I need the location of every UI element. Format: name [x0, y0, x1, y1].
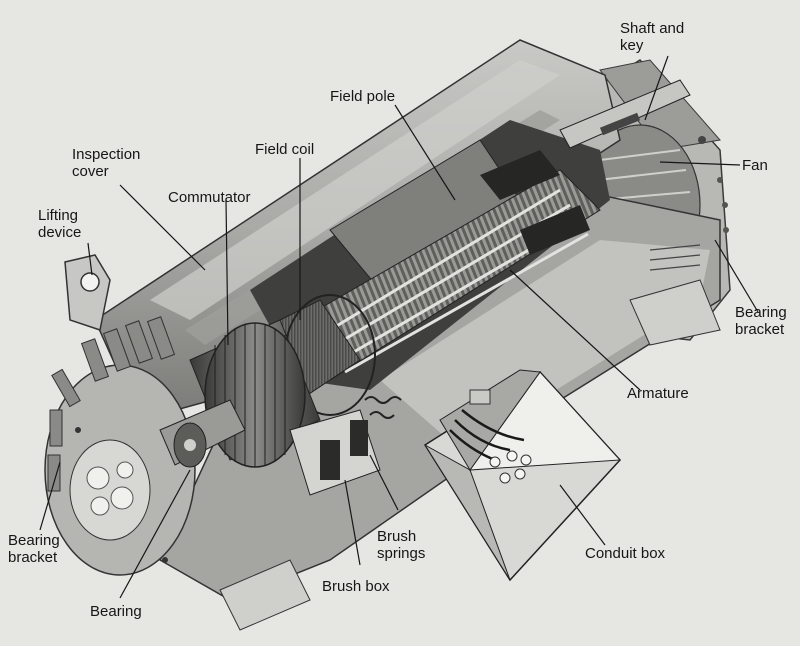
- label-fan: Fan: [742, 157, 768, 174]
- brush-box: [289, 409, 381, 496]
- bearing-bracket-left: [44, 316, 196, 576]
- brush-springs: [364, 396, 402, 419]
- leader-lines: [39, 55, 759, 599]
- interior-cutaway: [250, 120, 610, 390]
- conduit-box: [423, 369, 622, 582]
- label-armature: Armature: [627, 385, 689, 402]
- label-brush-springs: Brush springs: [377, 528, 426, 562]
- terminal-leads: [449, 409, 525, 462]
- label-bearing-bracket-right: Bearing bracket: [735, 304, 787, 338]
- motor-feet: [219, 279, 721, 631]
- label-inspection-cover: Inspection cover: [72, 146, 141, 180]
- label-field-coil: Field coil: [255, 141, 315, 158]
- lifting-device: [64, 254, 111, 331]
- label-bearing: Bearing: [90, 603, 142, 620]
- bearing: [159, 399, 246, 468]
- label-field-pole: Field pole: [330, 88, 396, 105]
- shaft: [559, 79, 691, 149]
- label-commutator: Commutator: [168, 189, 251, 206]
- label-brush-box: Brush box: [322, 578, 390, 595]
- label-bearing-bracket-left: Bearing bracket: [8, 532, 60, 566]
- label-conduit-box: Conduit box: [585, 545, 666, 562]
- label-shaft-and-key: Shaft and key: [620, 20, 685, 54]
- label-lifting-device: Lifting device: [38, 207, 82, 241]
